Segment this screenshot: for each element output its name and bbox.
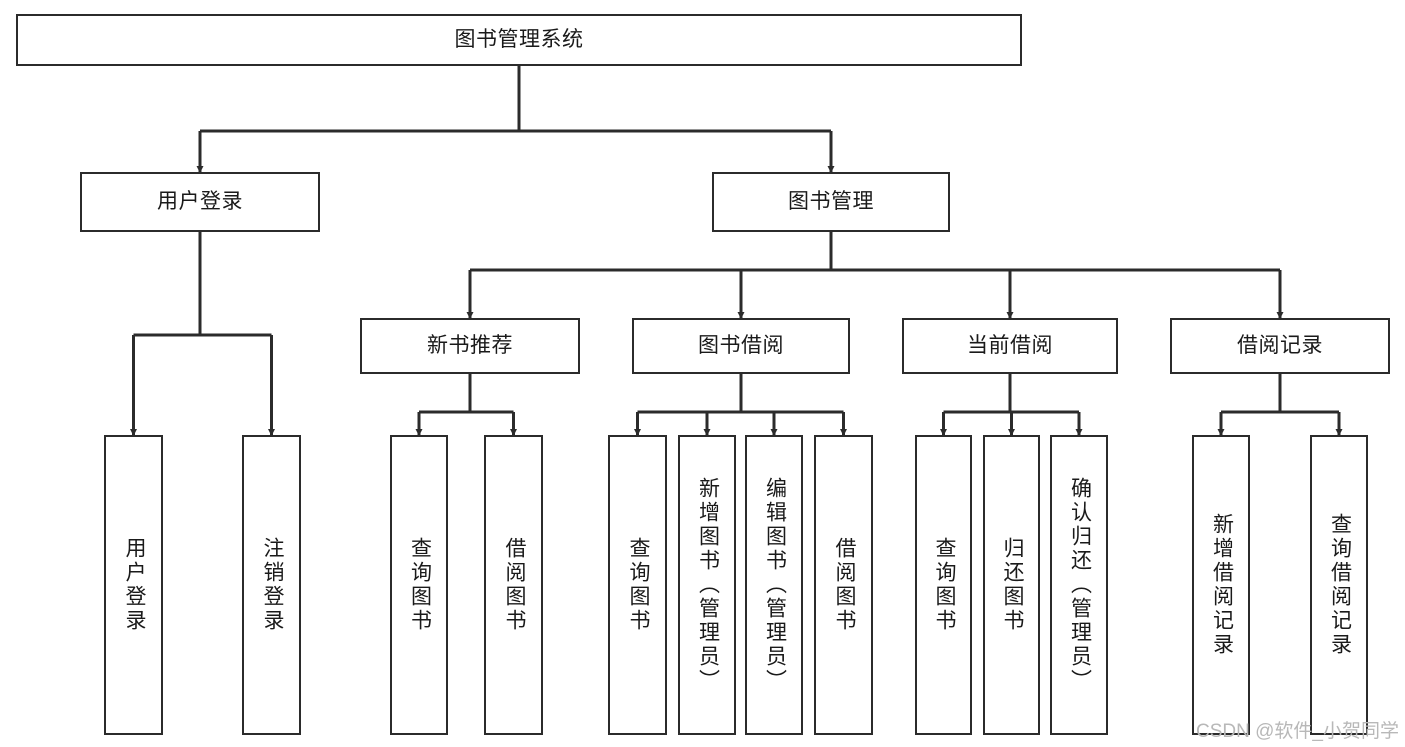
node-user-login[interactable]: 用户登录 <box>80 172 320 232</box>
node-label: 借阅图书 <box>502 537 526 633</box>
node-label: 查询图书 <box>932 537 956 633</box>
node-label: 借阅图书 <box>832 537 856 633</box>
node-leaf-query-book-current[interactable]: 查询图书 <box>915 435 972 735</box>
node-leaf-edit-book[interactable]: 编辑图书（管理员） <box>745 435 803 735</box>
node-leaf-return-book[interactable]: 归还图书 <box>983 435 1040 735</box>
node-label: 注销登录 <box>260 537 284 633</box>
node-leaf-query-book-borrow[interactable]: 查询图书 <box>608 435 667 735</box>
node-label: 新增借阅记录 <box>1210 513 1234 657</box>
node-book-borrow[interactable]: 图书借阅 <box>632 318 850 374</box>
node-current-borrow[interactable]: 当前借阅 <box>902 318 1118 374</box>
node-root[interactable]: 图书管理系统 <box>16 14 1022 66</box>
node-label: 新增图书（管理员） <box>696 477 720 693</box>
node-leaf-confirm-return[interactable]: 确认归还（管理员） <box>1050 435 1108 735</box>
node-leaf-borrow-book-rec[interactable]: 借阅图书 <box>484 435 543 735</box>
node-new-book-rec[interactable]: 新书推荐 <box>360 318 580 374</box>
node-label: 归还图书 <box>1000 537 1024 633</box>
node-leaf-query-record[interactable]: 查询借阅记录 <box>1310 435 1368 735</box>
node-label: 新书推荐 <box>427 334 513 358</box>
node-label: 查询图书 <box>626 537 650 633</box>
node-label: 借阅记录 <box>1237 334 1323 358</box>
node-label: 用户登录 <box>122 537 146 633</box>
node-label: 图书借阅 <box>698 334 784 358</box>
node-label: 图书管理 <box>788 190 874 214</box>
node-leaf-add-book[interactable]: 新增图书（管理员） <box>678 435 736 735</box>
node-leaf-user-login[interactable]: 用户登录 <box>104 435 163 735</box>
node-label: 确认归还（管理员） <box>1068 477 1092 693</box>
node-label: 查询图书 <box>408 537 432 633</box>
node-leaf-borrow-book[interactable]: 借阅图书 <box>814 435 873 735</box>
node-label: 当前借阅 <box>967 334 1053 358</box>
node-label: 查询借阅记录 <box>1328 513 1352 657</box>
node-borrow-record[interactable]: 借阅记录 <box>1170 318 1390 374</box>
node-label: 图书管理系统 <box>454 28 584 52</box>
node-leaf-query-book-rec[interactable]: 查询图书 <box>390 435 448 735</box>
node-label: 用户登录 <box>157 190 243 214</box>
node-label: 编辑图书（管理员） <box>763 477 787 693</box>
node-leaf-add-record[interactable]: 新增借阅记录 <box>1192 435 1250 735</box>
node-leaf-logout[interactable]: 注销登录 <box>242 435 301 735</box>
node-book-manage[interactable]: 图书管理 <box>712 172 950 232</box>
